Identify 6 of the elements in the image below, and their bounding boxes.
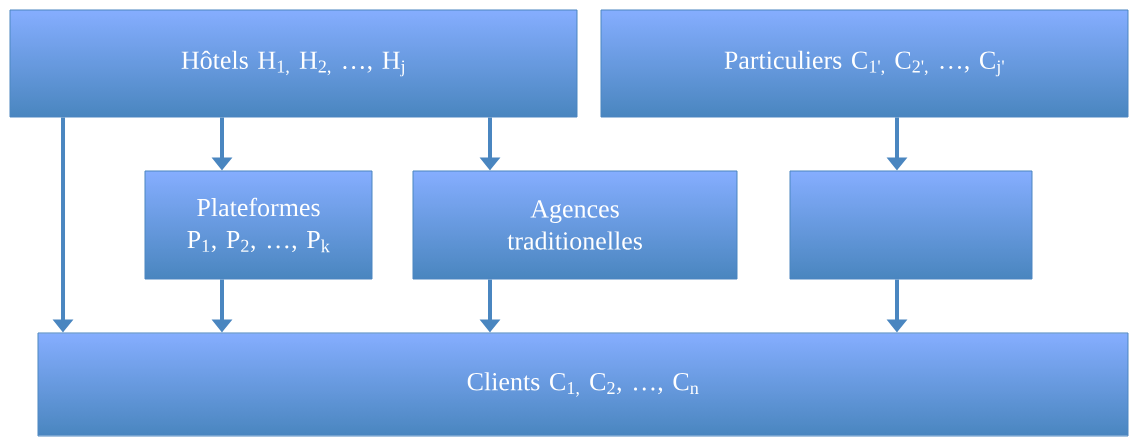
process-box: Agences traditionelles	[412, 170, 738, 280]
process-box: Clients C$_{1,}$ C$_{2}$, …, C$_{n}$	[37, 332, 1129, 437]
empty-box	[789, 170, 1033, 280]
process-box: Plateformes P$_{1}$, P$_{2}$, …, P$_{k}$	[144, 170, 373, 280]
process-box: Hôtels H$_{1,}$ H$_{2,}$ …, H$_{j}$	[9, 9, 578, 118]
process-box: Particuliers C$_{1',}$ C$_{2',}$ …, C$_{j'}$	[600, 9, 1129, 118]
